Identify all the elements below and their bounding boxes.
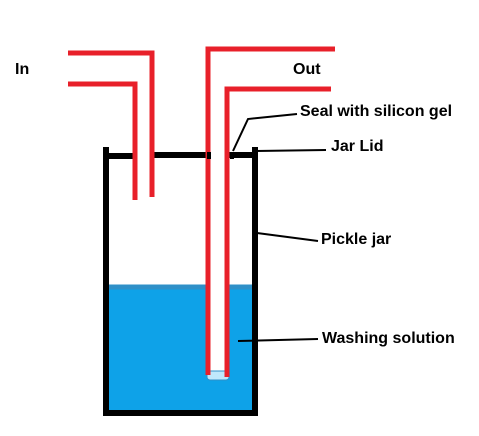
label-seal: Seal with silicon gel [300,103,453,120]
leader-solution [237,338,319,342]
inlet-tube-inner [68,81,138,200]
pickle-jar-outline [103,147,258,416]
label-out: Out [293,61,321,78]
outlet-tube-channel [210,50,226,377]
outlet-tube-inner [224,86,331,377]
leader-jar [256,232,319,242]
label-in: In [15,61,30,78]
label-pickle-jar: Pickle jar [321,231,392,248]
leader-lid [255,149,327,152]
leader-seal [232,113,298,152]
outlet-tube-outer [205,46,335,375]
label-jar-lid: Jar Lid [331,138,384,155]
inlet-tube-outer [68,50,155,197]
label-washing-solution: Washing solution [322,330,455,347]
washing-solution-liquid [107,287,253,411]
